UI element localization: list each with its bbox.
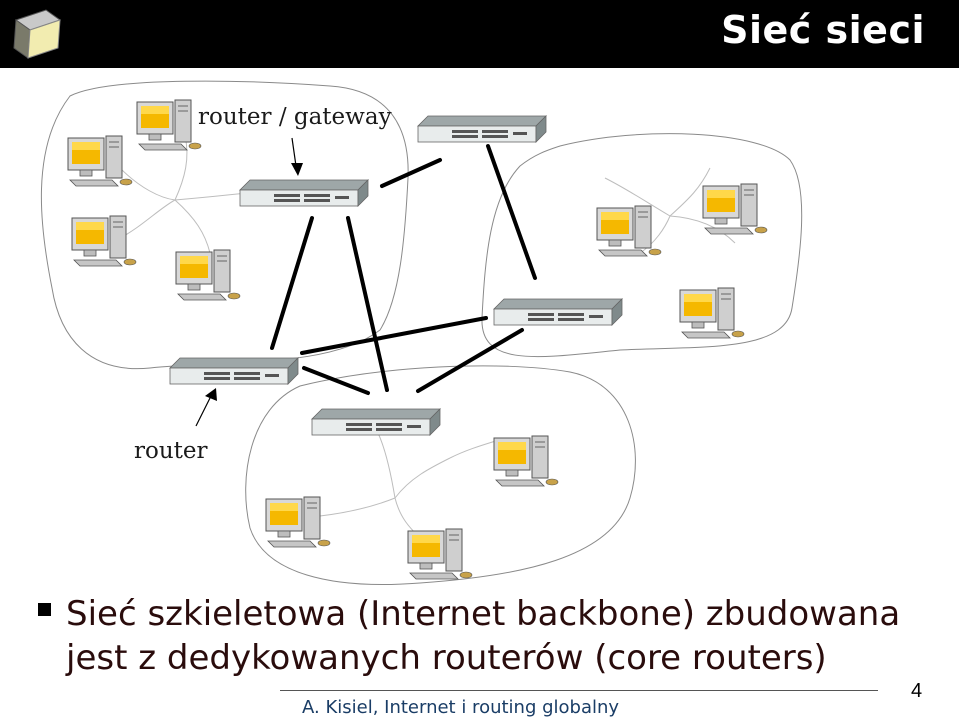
page-number: 4 <box>911 680 923 702</box>
label-router: router <box>134 438 208 464</box>
computer-5 <box>596 205 662 257</box>
backbone-link-3 <box>380 158 442 188</box>
backbone-link-2 <box>346 216 389 392</box>
backbone-router-top <box>417 115 547 143</box>
computer-10 <box>407 528 473 580</box>
backbone-link-5 <box>300 316 488 355</box>
cube-logo-icon <box>13 9 62 59</box>
backbone-link-1 <box>270 216 314 350</box>
network-diagram <box>40 80 803 586</box>
lan-cloud-2 <box>481 133 803 358</box>
router-gateway <box>239 179 369 207</box>
computer-1 <box>136 99 202 151</box>
backbone-router-bottom <box>311 408 441 436</box>
page-title: Sieć sieci <box>721 8 925 52</box>
backbone-router-right <box>493 298 623 326</box>
computer-3 <box>71 215 137 267</box>
computer-7 <box>679 287 745 339</box>
bullet-text: Sieć szkieletowa (Internet backbone) zbu… <box>66 594 901 678</box>
backbone-link-4 <box>486 144 537 280</box>
computer-4 <box>175 249 241 301</box>
lan-cloud-1 <box>40 80 409 370</box>
gateway-arrow-icon <box>291 137 303 176</box>
backbone-link-7 <box>416 328 524 393</box>
computer-8 <box>493 435 559 487</box>
backbone-link-6 <box>302 366 370 395</box>
bullet-marker-icon <box>38 603 51 616</box>
computer-9 <box>265 496 331 548</box>
backbone-router-left <box>169 357 299 385</box>
footer-text: A. Kisiel, Internet i routing globalny <box>302 697 620 718</box>
label-router-gateway: router / gateway <box>198 104 392 130</box>
lan-cloud-3 <box>245 365 636 586</box>
router-arrow-icon <box>195 388 217 427</box>
footer-divider <box>280 690 878 691</box>
title-bar: Sieć sieci <box>0 0 959 68</box>
computer-2 <box>67 135 133 187</box>
